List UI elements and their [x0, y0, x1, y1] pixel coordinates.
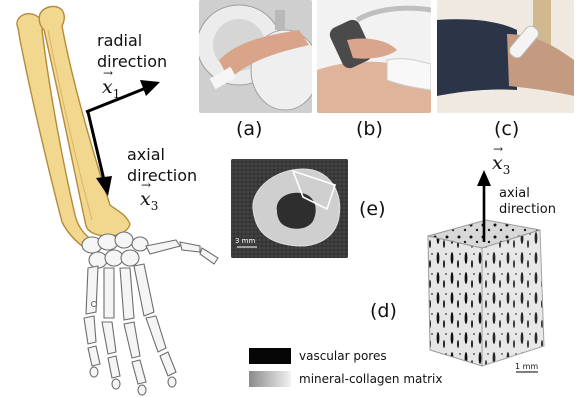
bone-microstructure-cube	[420, 150, 578, 380]
radial-arrow-head	[140, 80, 160, 96]
cube-scale-bar-label: 1 mm	[515, 362, 538, 371]
hand-bones	[82, 232, 218, 395]
legend-label-pores: vascular pores	[299, 349, 387, 363]
radial-vector-subscript: 1	[113, 87, 121, 101]
axial-direction-label: axial direction	[127, 144, 197, 186]
legend-swatch-matrix	[249, 371, 291, 387]
cube-axis-vector-label: x→3	[492, 152, 510, 177]
panel-label-c: (c)	[494, 118, 519, 140]
ct-scale-bar-label: 3 mm	[235, 237, 255, 245]
cube-axial-direction-label: axial direction	[499, 186, 556, 218]
photo-device-c	[437, 0, 574, 113]
radial-vector-label: x→1	[102, 76, 120, 101]
axial-vector-subscript: 3	[151, 199, 159, 213]
panel-label-d: (d)	[370, 300, 397, 322]
panel-label-e: (e)	[359, 198, 386, 220]
photo-device-a	[199, 0, 312, 113]
panel-label-b: (b)	[356, 118, 383, 140]
cube-axial-arrow-head	[477, 170, 491, 186]
panel-label-a: (a)	[236, 118, 262, 140]
axial-vector-label: x→3	[140, 188, 158, 213]
cube-axis-vector-subscript: 3	[503, 163, 511, 177]
legend-swatch-pores	[249, 348, 291, 364]
ct-cross-section: 3 mm	[231, 159, 348, 258]
legend-label-matrix: mineral-collagen matrix	[299, 372, 442, 386]
photo-device-b	[317, 0, 431, 113]
